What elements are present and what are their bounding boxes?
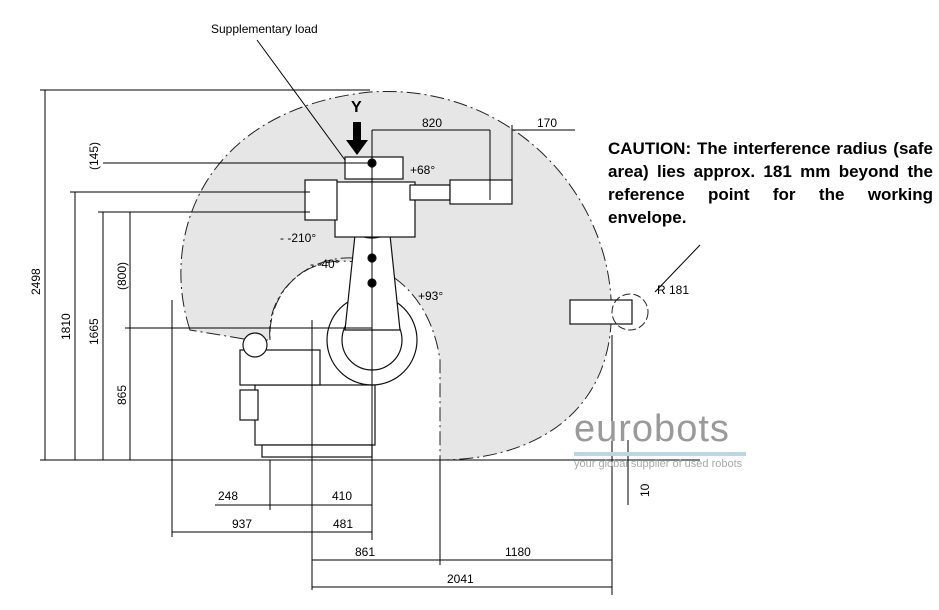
y-axis-label: Y xyxy=(351,99,362,116)
caution-note: CAUTION: The interference radius (safe a… xyxy=(608,139,933,227)
dim-2041: 2041 xyxy=(447,572,474,586)
radius-label: R 181 xyxy=(657,283,689,297)
dim-2498: 2498 xyxy=(29,268,43,295)
dim-1810: 1810 xyxy=(59,313,73,340)
dim-865: 865 xyxy=(115,385,129,405)
dim-410: 410 xyxy=(332,489,352,503)
supplementary-load-label: Supplementary load xyxy=(211,22,318,36)
dim-248: 248 xyxy=(218,489,238,503)
logo-underline xyxy=(574,452,746,456)
dim-1665: 1665 xyxy=(87,318,101,345)
angle-a3-label: - -210° xyxy=(280,231,316,245)
angle-a4-label: +68° xyxy=(410,163,435,177)
dim-800: (800) xyxy=(115,262,129,290)
eurobots-tagline: your global supplier of used robots xyxy=(574,458,743,470)
eurobots-logo: eurobots xyxy=(574,408,730,450)
inner-envelope-arc xyxy=(269,257,356,341)
interference-radius-circle xyxy=(611,293,649,331)
y-arrow-icon xyxy=(346,122,368,155)
dim-1180: 1180 xyxy=(505,545,531,559)
dim-10: 10 xyxy=(638,483,652,497)
dim-861: 861 xyxy=(355,545,375,559)
dim-145: (145) xyxy=(87,142,101,170)
dim-820: 820 xyxy=(422,116,442,130)
angle-a2-neg-label: - -40° xyxy=(310,257,340,271)
dim-481: 481 xyxy=(333,517,353,531)
dim-170: 170 xyxy=(537,116,557,130)
angle-a2-pos-label: +93° xyxy=(418,289,443,303)
dimension-lines xyxy=(40,39,701,595)
dim-937: 937 xyxy=(232,517,252,531)
